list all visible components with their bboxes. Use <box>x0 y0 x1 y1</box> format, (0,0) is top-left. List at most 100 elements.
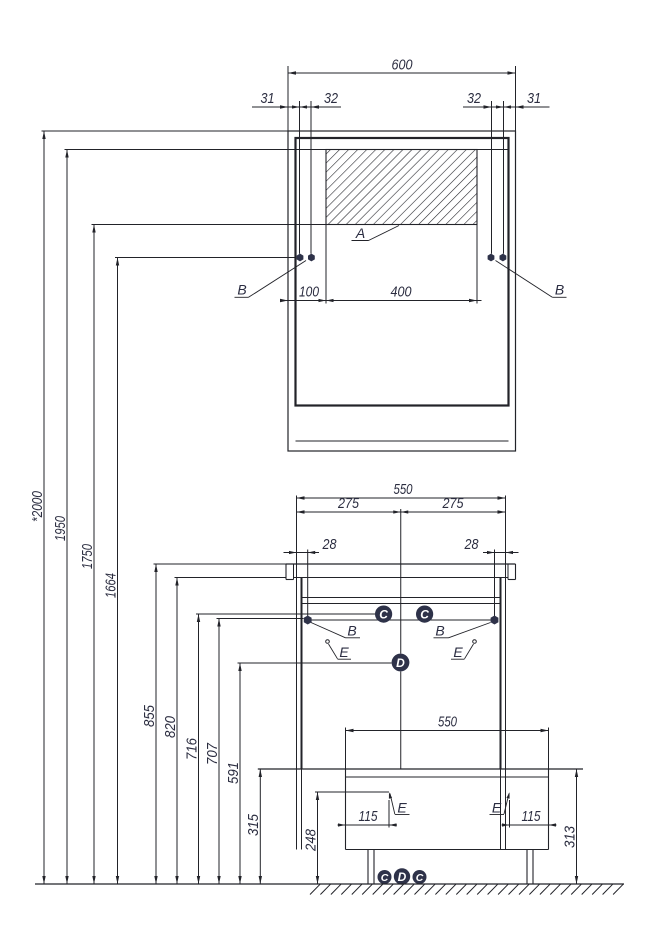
fitting-d-bubble <box>391 653 410 672</box>
arrowhead <box>280 298 288 303</box>
mount-zone-a <box>325 148 478 226</box>
arrowhead <box>496 105 504 109</box>
dim-31-left-label: 31 <box>261 91 275 107</box>
dim-base-height: 313 <box>562 769 578 884</box>
floor-c-right-label: C <box>416 872 424 884</box>
arrowhead <box>574 876 579 884</box>
arrowhead <box>502 823 510 827</box>
dim-height-315-label: 315 <box>246 813 262 836</box>
arrowhead <box>92 224 96 233</box>
dim-100-label: 100 <box>299 285 319 301</box>
dim-32-right-label: 32 <box>467 91 481 107</box>
fitting-c-right-bubble <box>416 605 434 623</box>
arrowhead <box>505 550 513 555</box>
arrowhead <box>196 614 201 622</box>
arrowhead <box>42 876 46 884</box>
arrowhead <box>345 728 354 733</box>
mirror-mount-dot-right-inner <box>487 253 495 262</box>
arrowhead <box>196 876 201 884</box>
arrowhead <box>217 618 221 627</box>
base-e-right-leader <box>503 793 510 815</box>
arrowhead <box>315 876 320 884</box>
base-unit-view: E E C D C <box>257 768 583 885</box>
arrowhead <box>296 496 305 500</box>
mirror-cabinet-outline <box>287 130 517 452</box>
fitting-c-left-bubble <box>375 605 393 623</box>
hinge-e-right-point <box>472 639 477 644</box>
arrowhead <box>574 769 579 777</box>
arrowhead <box>175 577 179 586</box>
arrowhead <box>65 149 69 158</box>
dim-vanity-halves: 275 275 <box>296 496 506 514</box>
mirror-b-left-label: B <box>237 282 246 298</box>
floor-fitting-c-left-bubble <box>377 870 392 884</box>
arrowhead <box>296 510 305 514</box>
zone-a-label: A <box>355 225 365 241</box>
floor-line <box>35 883 624 895</box>
arrowhead <box>154 564 158 572</box>
dim-115-right-label: 115 <box>522 809 542 825</box>
dim-height-707: 707 <box>205 618 304 884</box>
arrowhead <box>299 105 307 109</box>
dim-313-label: 313 <box>562 826 578 848</box>
arrowhead <box>292 105 300 109</box>
dim-height-716-label: 716 <box>184 737 200 760</box>
dim-height-716: 716 <box>184 613 375 884</box>
dim-height-707-label: 707 <box>205 742 221 765</box>
fitting-c-left-label: C <box>379 608 388 622</box>
vanity-b-right-label: B <box>435 623 444 639</box>
zone-a-leader <box>368 225 400 241</box>
arrowhead <box>92 876 96 884</box>
dim-mirror-mount-offsets: 31 32 32 31 <box>252 91 550 254</box>
mirror-cabinet-view: A B B <box>234 130 567 452</box>
arrowhead <box>289 550 297 555</box>
arrowhead <box>503 105 511 109</box>
dim-28-left-label: 28 <box>322 537 337 553</box>
arrowhead <box>393 510 401 514</box>
arrowhead <box>238 663 242 671</box>
mirror-mount-dot-left-inner <box>308 253 315 262</box>
dim-550-base-label: 550 <box>438 715 457 731</box>
dim-base-width: 550 <box>345 715 549 769</box>
dim-275-right-label: 275 <box>442 496 465 512</box>
dim-height-591-label: 591 <box>226 762 242 784</box>
dim-248-label: 248 <box>303 829 319 852</box>
dim-height-820: 820 <box>163 577 286 884</box>
mirror-b-left-leader <box>248 260 307 298</box>
arrowhead <box>326 298 334 303</box>
floor-fitting-d-bubble <box>393 868 411 885</box>
hinge-e-right-leader <box>464 643 474 660</box>
dim-mirror-width: 600 <box>287 58 516 131</box>
dim-28-right-label: 28 <box>464 537 479 553</box>
arrowhead <box>507 71 516 75</box>
arrowhead <box>115 876 120 884</box>
dim-height-315: 315 <box>246 769 262 884</box>
mirror-frame <box>294 136 510 407</box>
dim-base-fitting-offsets: 115 115 <box>337 800 557 828</box>
dim-32-left-label: 32 <box>324 91 338 107</box>
arrowhead <box>154 876 158 884</box>
mirror-mount-dot-right-outer <box>499 253 507 262</box>
fitting-c-right-label: C <box>420 608 429 622</box>
dim-height-1950-label: 1950 <box>53 516 69 541</box>
arrowhead <box>338 823 346 827</box>
fitting-d-label: D <box>396 656 405 670</box>
floor-d-label: D <box>398 870 407 884</box>
arrowhead <box>469 298 477 303</box>
dim-height-591: 591 <box>226 662 392 884</box>
dim-height-2000-label: *2000 <box>30 491 46 522</box>
hinge-e-right-label: E <box>453 644 463 660</box>
arrowhead <box>487 550 495 555</box>
dim-400-label: 400 <box>391 285 412 301</box>
arrowhead <box>389 823 397 827</box>
vanity-mount-dot-right <box>490 615 499 625</box>
base-e-left-label: E <box>397 800 407 816</box>
hinge-e-left-point <box>325 639 330 644</box>
arrowhead <box>400 510 409 514</box>
dim-height-1664-label: 1664 <box>103 573 119 598</box>
arrowhead <box>483 105 492 109</box>
dim-115-left-label: 115 <box>359 809 379 825</box>
arrowhead <box>288 71 296 75</box>
